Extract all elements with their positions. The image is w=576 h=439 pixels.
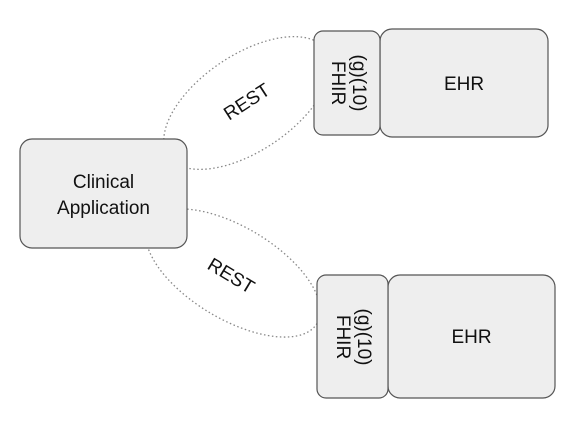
bottom-ehr-label: EHR — [451, 327, 491, 348]
bottom-fhir-endpoint-box — [316, 274, 389, 399]
clinical-application-label-line1: Clinical — [73, 172, 134, 193]
top-fhir-label-line1: (g)(10) — [348, 54, 369, 111]
bottom-rest-label: REST — [204, 254, 259, 298]
top-rest-label: REST — [220, 80, 274, 125]
clinical-application-label-line2: Application — [57, 198, 150, 219]
clinical-application-box — [19, 138, 188, 249]
top-fhir-label-line2: FHIR — [327, 61, 348, 105]
top-fhir-endpoint-box — [313, 30, 381, 136]
top-ehr-label: EHR — [444, 74, 484, 95]
clinical-application-node: Clinical Application — [19, 138, 188, 249]
bottom-fhir-label-line1: (g)(10) — [353, 308, 374, 365]
bottom-fhir-label-line2: FHIR — [332, 315, 353, 359]
bottom-ehr-node: EHR (g)(10) FHIR — [316, 274, 556, 399]
top-ehr-node: EHR (g)(10) FHIR — [313, 28, 549, 138]
